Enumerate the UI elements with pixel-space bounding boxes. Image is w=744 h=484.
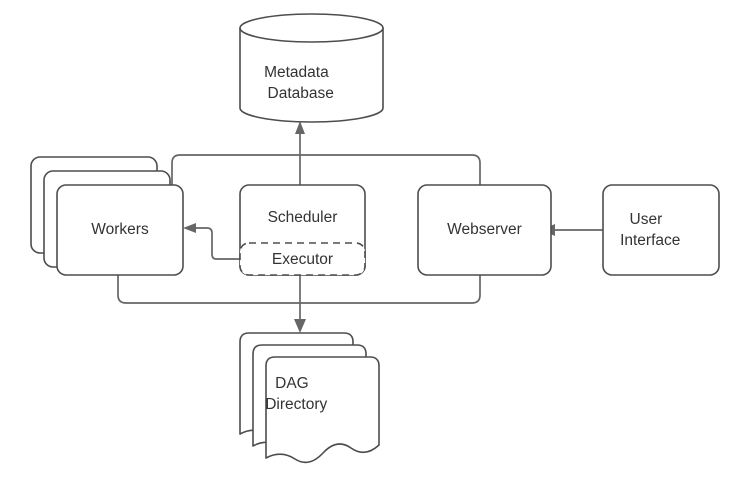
node-workers[interactable]: Workers <box>30 156 184 276</box>
webserver-label: Webserver <box>447 221 522 238</box>
node-executor[interactable]: Executor <box>239 242 366 276</box>
workers-label: Workers <box>91 221 149 238</box>
node-metadata-database[interactable]: Metadata Database <box>0 0 384 123</box>
webserver-box <box>417 184 552 276</box>
arrow-head-workers <box>183 223 196 233</box>
workers-stack-front <box>56 184 184 276</box>
executor-box <box>239 242 366 276</box>
node-webserver[interactable]: Webserver <box>417 184 552 276</box>
node-user-interface[interactable]: User Interface <box>0 0 720 276</box>
dag-directory-label: DAG Directory <box>0 0 349 413</box>
cylinder-body <box>239 28 384 123</box>
metadata-database-label: Metadata Database <box>0 0 359 102</box>
connector-top-bus <box>171 154 481 185</box>
node-dag-directory[interactable]: DAG Directory <box>0 0 380 464</box>
cylinder-top <box>239 13 384 43</box>
arrow-head-database <box>295 121 305 134</box>
dag-document-front <box>265 356 380 464</box>
scheduler-label: Scheduler <box>268 209 338 226</box>
connector-bottom-bus <box>117 275 481 304</box>
user-interface-box <box>602 184 720 276</box>
arrow-head-dag-directory <box>294 319 306 333</box>
connector-executor-to-workers <box>192 227 240 260</box>
user-interface-label: User Interface <box>0 0 702 249</box>
executor-label: Executor <box>272 251 333 268</box>
